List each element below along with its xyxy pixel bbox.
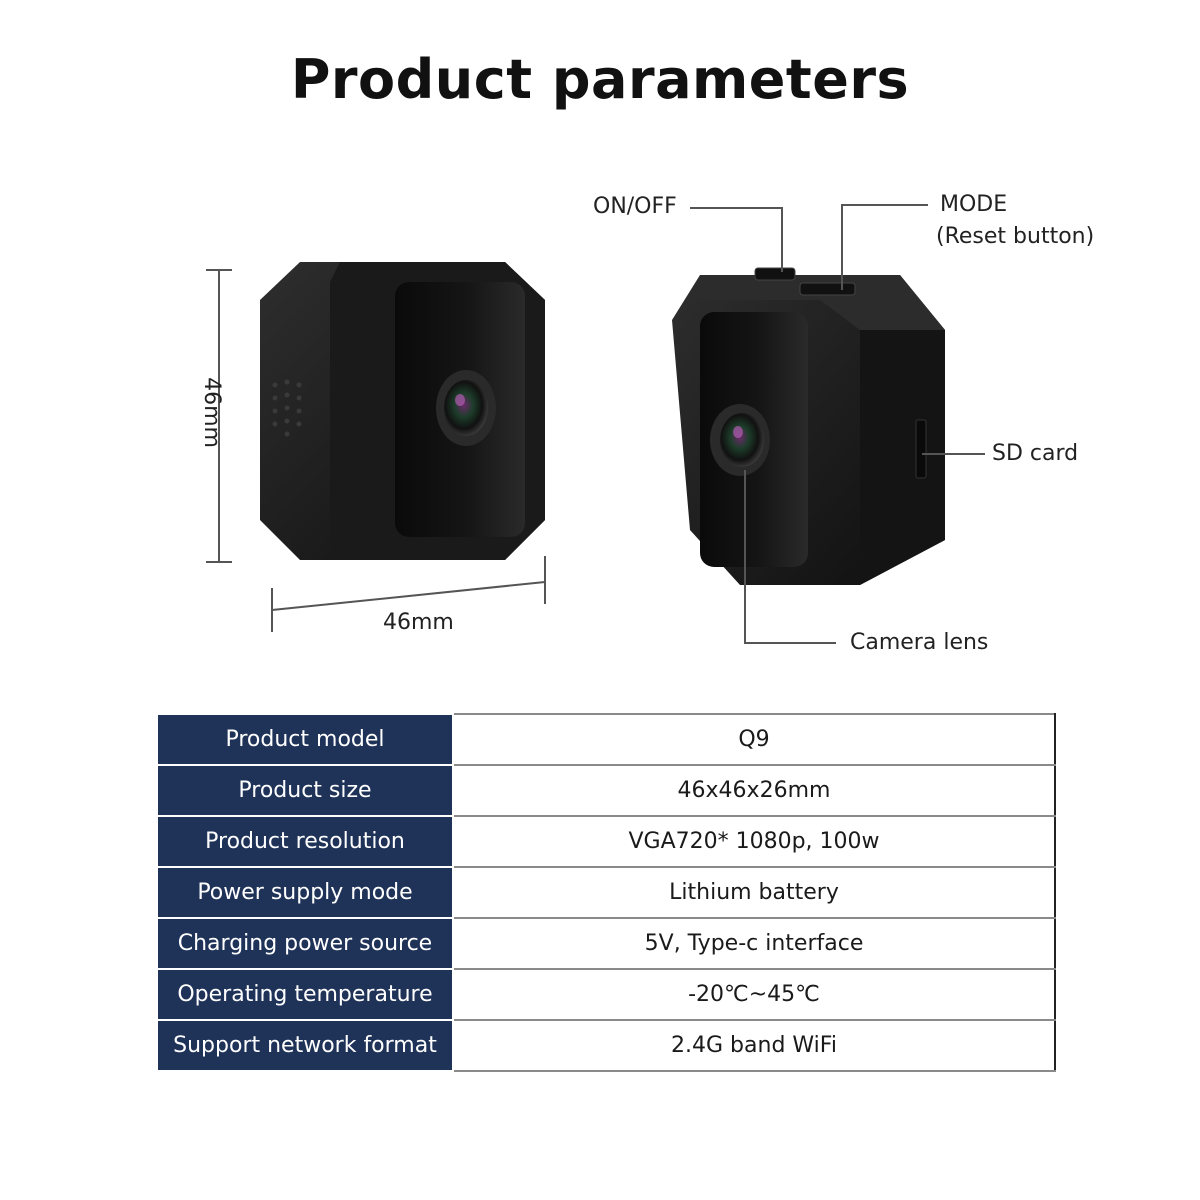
table-row: Charging power source 5V, Type-c interfa… [156,917,1056,970]
height-label: 46mm [198,377,224,448]
spec-label: Product model [156,713,454,766]
height-dimension [206,269,232,563]
spec-value: 2.4G band WiFi [453,1019,1056,1072]
table-row: Product size 46x46x26mm [156,764,1056,817]
device-front-view [260,262,545,560]
product-illustration [206,204,985,644]
spec-label: Operating temperature [156,968,454,1021]
table-row: Product resolution VGA720* 1080p, 100w [156,815,1056,868]
spec-table: Product model Q9 Product size 46x46x26mm… [156,713,1056,1072]
spec-label: Product resolution [156,815,454,868]
spec-label: Product size [156,764,454,817]
width-dimension [271,556,546,632]
table-row: Support network format 2.4G band WiFi [156,1019,1056,1072]
callout-lines [690,204,985,644]
spec-value: 5V, Type-c interface [453,917,1056,970]
callout-sd-card: SD card [992,441,1079,466]
width-label: 46mm [383,610,454,635]
spec-value: -20℃~45℃ [453,968,1056,1021]
spec-label: Power supply mode [156,866,454,919]
callout-mode-sub: (Reset button) [936,224,1095,249]
spec-value: Lithium battery [453,866,1056,919]
spec-value: 46x46x26mm [453,764,1056,817]
spec-value: VGA720* 1080p, 100w [453,815,1056,868]
spec-value: Q9 [453,713,1056,766]
spec-label: Charging power source [156,917,454,970]
table-row: Product model Q9 [156,713,1056,766]
callout-on-off: ON/OFF [593,194,677,219]
spec-label: Support network format [156,1019,454,1072]
callout-mode: MODE [940,192,1008,217]
device-angled-view [672,267,945,585]
table-row: Operating temperature -20℃~45℃ [156,968,1056,1021]
table-row: Power supply mode Lithium battery [156,866,1056,919]
speaker-grille [272,379,302,437]
page-title: Product parameters [290,48,910,111]
callout-camera-lens: Camera lens [850,630,989,655]
